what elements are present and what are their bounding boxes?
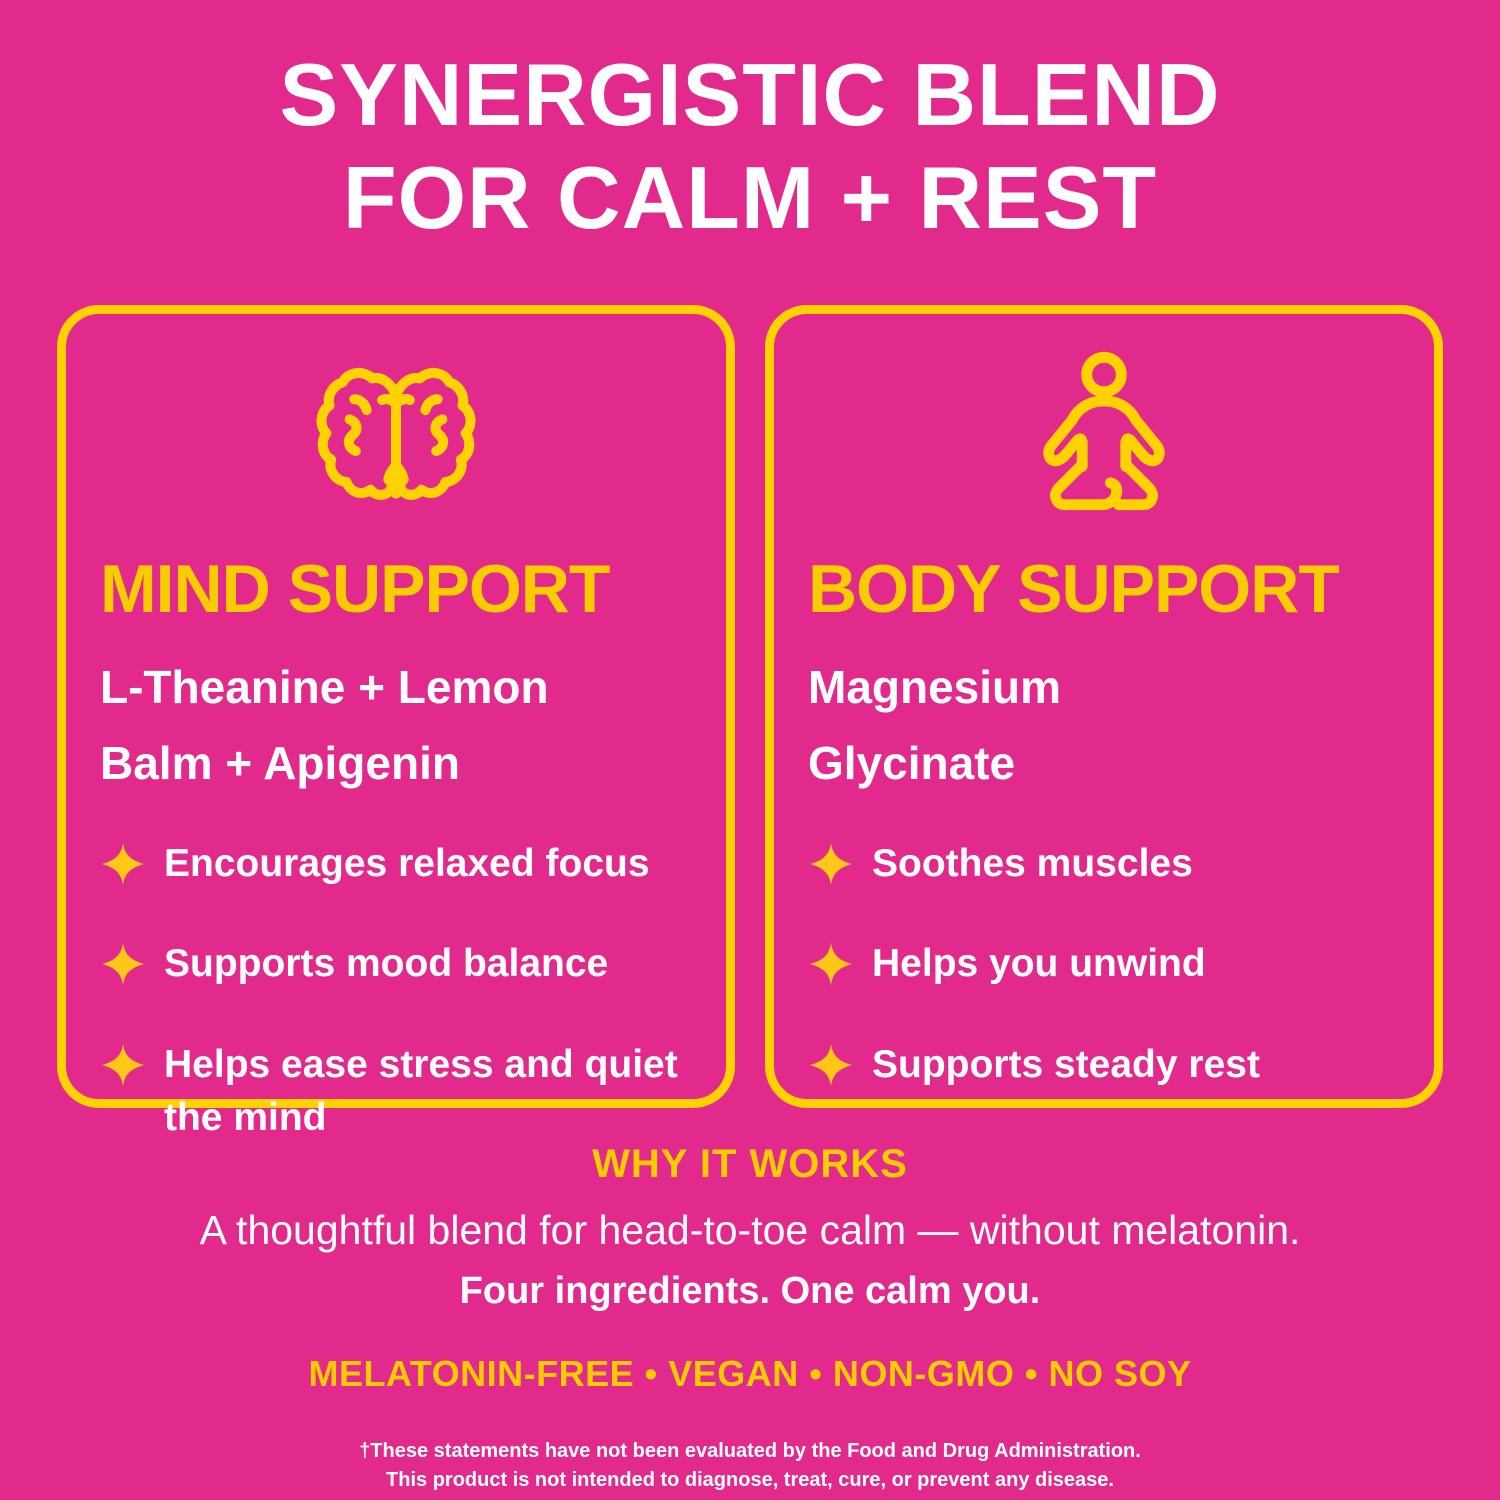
sparkle-icon: [100, 938, 146, 1002]
benefit-text: Soothes muscles: [872, 841, 1193, 885]
benefit-text: Supports steady rest: [872, 1043, 1260, 1087]
why-it-works-heading: WHY IT WORKS: [592, 1142, 908, 1186]
ingredient-line: Balm + Apigenin: [100, 736, 460, 789]
tagline: Four ingredients. One calm you.: [459, 1270, 1041, 1312]
sparkle-icon: [100, 838, 146, 902]
meditation-icon: [808, 340, 1400, 542]
ingredient-line: Glycinate: [808, 736, 1016, 789]
mind-support-heading: MIND SUPPORT: [100, 551, 610, 627]
list-item: Helps you unwind: [808, 938, 1400, 1002]
list-item: Soothes muscles: [808, 838, 1400, 902]
body-ingredients: Magnesium Glycinate: [808, 650, 1400, 802]
list-item: Supports steady rest: [808, 1039, 1400, 1103]
title-line-2: FOR CALM + REST: [342, 147, 1158, 247]
sparkle-icon: [808, 938, 854, 1002]
benefit-text: Encourages relaxed focus: [164, 841, 650, 885]
fda-disclaimer: †These statements have not been evaluate…: [0, 1437, 1500, 1495]
benefit-text: Helps you unwind: [872, 942, 1206, 986]
sparkle-icon: [100, 1039, 146, 1103]
page-title: SYNERGISTIC BLEND FOR CALM + REST: [0, 44, 1500, 250]
support-cards-row: MIND SUPPORT L-Theanine + Lemon Balm + A…: [57, 305, 1443, 1139]
body-support-heading: BODY SUPPORT: [808, 551, 1340, 627]
title-line-1: SYNERGISTIC BLEND: [279, 45, 1221, 144]
footer: WHY IT WORKS A thoughtful blend for head…: [0, 1142, 1500, 1495]
ingredient-line: Magnesium: [808, 661, 1062, 713]
ingredient-line: L-Theanine + Lemon: [100, 661, 549, 713]
body-support-card: BODY SUPPORT Magnesium Glycinate Soothes…: [765, 305, 1443, 1108]
brain-icon: [100, 340, 692, 542]
sparkle-icon: [808, 838, 854, 902]
benefit-text: Helps ease stress and quiet the mind: [164, 1043, 678, 1139]
mind-ingredients: L-Theanine + Lemon Balm + Apigenin: [100, 650, 692, 802]
disclaimer-line: †These statements have not been evaluate…: [359, 1440, 1141, 1462]
disclaimer-line: This product is not intended to diagnose…: [386, 1469, 1114, 1491]
mind-benefits-list: Encourages relaxed focus Supports mood b…: [100, 838, 692, 1145]
body-benefits-list: Soothes muscles Helps you unwind Support…: [808, 838, 1400, 1103]
benefit-text: Supports mood balance: [164, 942, 609, 986]
mind-support-card: MIND SUPPORT L-Theanine + Lemon Balm + A…: [57, 305, 735, 1139]
list-item: Helps ease stress and quiet the mind: [100, 1039, 692, 1144]
list-item: Supports mood balance: [100, 938, 692, 1002]
sparkle-icon: [808, 1039, 854, 1103]
blend-description: A thoughtful blend for head-to-toe calm …: [199, 1207, 1301, 1253]
product-badges: MELATONIN-FREE • VEGAN • NON-GMO • NO SO…: [308, 1353, 1192, 1394]
list-item: Encourages relaxed focus: [100, 838, 692, 902]
